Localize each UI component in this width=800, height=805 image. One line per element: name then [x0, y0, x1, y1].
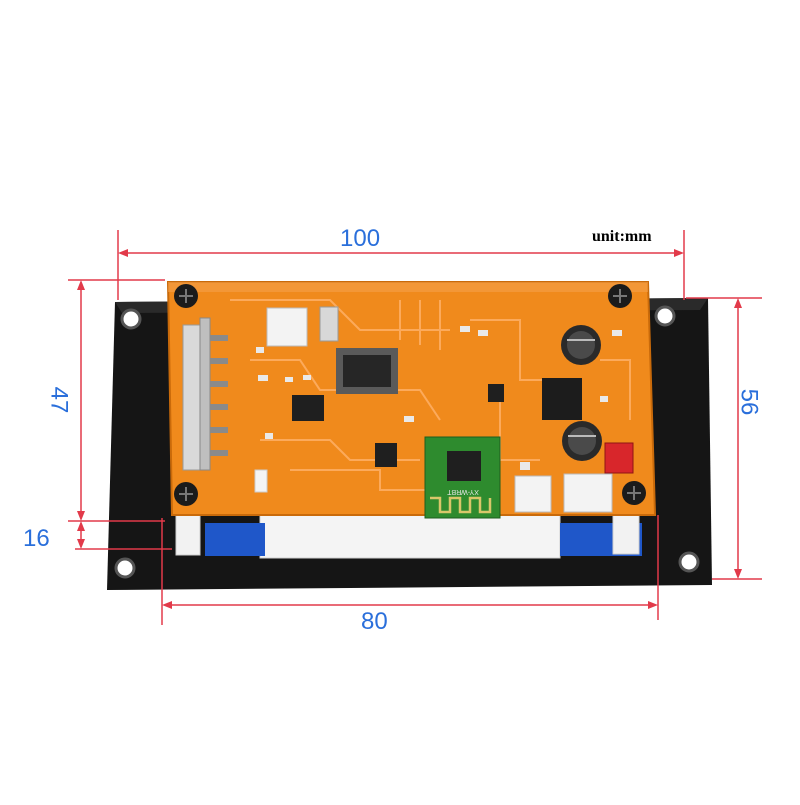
bluetooth-module: XY-WRBT: [424, 436, 501, 519]
width-dimension-bottom: 80: [361, 608, 388, 635]
capacitor: [561, 325, 601, 365]
mounting-hole: [114, 557, 136, 579]
mounting-hole: [678, 551, 700, 573]
capacitor: [562, 421, 602, 461]
connector: [514, 475, 552, 513]
crystal: [319, 306, 339, 342]
mcu-chip: [336, 348, 398, 394]
bt-module-label: XY-WRBT: [446, 488, 478, 495]
mounting-hole: [654, 305, 676, 327]
mounting-hole: [120, 308, 142, 330]
regulator: [542, 378, 582, 420]
height-dimension-left: 47: [45, 386, 73, 414]
display-module: [175, 509, 642, 559]
red-connector: [604, 442, 634, 474]
screw: [622, 481, 646, 505]
width-dimension-top: 100: [340, 225, 381, 252]
screw: [174, 482, 198, 506]
connector: [563, 473, 613, 513]
pin-header: [182, 317, 228, 471]
dimension-lines: [68, 230, 762, 625]
ic-chip: [375, 443, 397, 467]
ic-chip: [488, 384, 504, 402]
screw: [174, 284, 198, 308]
pcb-board: XY-WRBT: [166, 281, 657, 519]
depth-dimension: 16: [23, 525, 50, 552]
connector: [266, 307, 308, 347]
screw: [608, 284, 632, 308]
ic-chip: [292, 395, 324, 421]
unit-note: unit:mm: [592, 228, 652, 245]
height-dimension-right: 56: [735, 388, 763, 416]
